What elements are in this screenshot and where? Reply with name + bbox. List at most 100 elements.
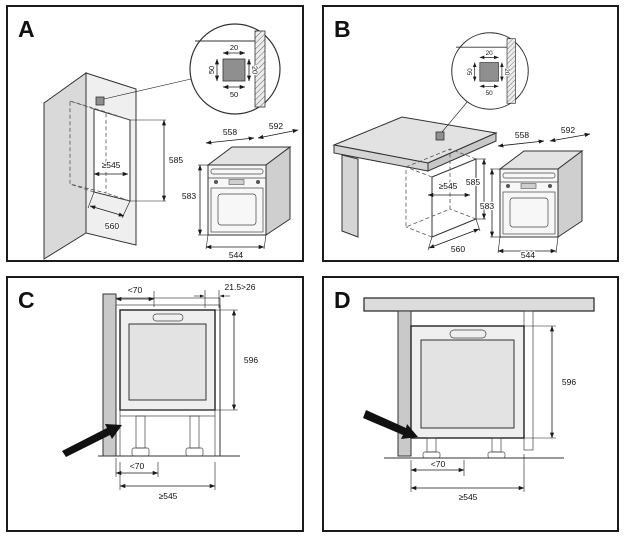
detail-leader-line [103, 78, 192, 100]
detail-leader-line [441, 100, 469, 133]
adjustable-foot-leg [135, 415, 146, 449]
adjustable-foot-leg [426, 437, 437, 453]
dim-plinth-recess: <70 [130, 461, 145, 471]
pointer-arrow [62, 424, 122, 457]
oven-display [228, 179, 245, 185]
niche-dimensions: ≥545 560 585 [427, 158, 487, 255]
panel-b-drawing: B ≥545 560 [332, 16, 591, 260]
dim-niche-height: 585 [466, 177, 480, 187]
panel-c-label: C [18, 287, 35, 313]
panel-b: B ≥545 560 [322, 5, 619, 262]
dim-cut-height: 50 [467, 68, 474, 76]
panel-d-drawing: D 596 [334, 287, 595, 503]
dim-rear-gap: 21.5>26 [225, 282, 256, 292]
dim-oven-top-depth: 592 [561, 125, 575, 135]
countertop-left-edge [333, 144, 429, 172]
adjustable-foot-leg [491, 437, 502, 453]
dim-oven-bottom-width: 544 [521, 250, 535, 260]
tall-cabinet-drawing [43, 72, 192, 260]
section-drawing [363, 297, 595, 459]
panel-a-drawing: A ≥545 560 [18, 16, 299, 260]
dim-min-depth: ≥545 [159, 491, 178, 501]
hidden-edge-line [69, 100, 95, 110]
oven-knob [214, 180, 218, 184]
oven-shelf [119, 409, 216, 417]
adjustable-foot-base [487, 451, 506, 459]
dim-oven-height: 596 [244, 355, 258, 365]
dim-gap-top: 20 [230, 43, 238, 52]
dim-min-depth: ≥545 [459, 492, 478, 502]
dim-niche-height: 585 [169, 155, 183, 165]
ext-line [87, 191, 95, 209]
niche-dimensions: ≥545 560 585 [87, 119, 184, 232]
oven-door-window [217, 193, 257, 226]
corner-detail: 20 20 50 50 [451, 32, 529, 110]
vent-cutout-square [95, 96, 105, 106]
vent-square-detail [479, 62, 499, 82]
oven-handle [152, 313, 184, 322]
dim-oven-top-depth: 592 [269, 121, 283, 131]
section-drawing [62, 293, 240, 457]
oven-knob [506, 184, 510, 188]
dim-gap-top: 20 [486, 50, 494, 57]
oven-drawing [206, 146, 292, 236]
oven-door-window [509, 197, 549, 228]
oven-handle [449, 329, 487, 339]
hidden-edge-line [105, 111, 131, 121]
wall-hatch-strip [254, 30, 266, 108]
hidden-edge-line [449, 148, 477, 160]
vent-square-detail [222, 58, 246, 82]
panel-b-label: B [334, 16, 351, 42]
hidden-edge-line [405, 166, 433, 178]
panel-c: C <70 21 [6, 276, 304, 532]
oven-door [210, 187, 264, 233]
countertop [363, 297, 595, 312]
corner-detail: 20 20 50 50 [189, 23, 281, 115]
dim-cut-width: 50 [230, 90, 238, 99]
hidden-edge-line [449, 208, 477, 220]
panel-d-label: D [334, 287, 351, 313]
panel-a-label: A [18, 16, 35, 42]
dim-oven-top-width: 558 [223, 127, 237, 137]
panel-c-drawing: C <70 21 [18, 281, 259, 502]
oven-handle [210, 168, 264, 175]
hidden-edge-line [105, 192, 131, 202]
oven-inner [420, 339, 515, 429]
wall-hatch-strip [506, 38, 516, 104]
panel-a: A ≥545 560 [6, 5, 304, 262]
dim-oven-height: 583 [480, 201, 494, 211]
dim-oven-height: 596 [562, 377, 576, 387]
oven-dimensions: 558 592 583 544 [479, 124, 591, 260]
oven-dimensions: 558 592 583 544 [181, 120, 299, 260]
dim-gap-side: 20 [503, 68, 510, 76]
adjustable-foot-base [185, 447, 204, 457]
panel-d: D 596 [322, 276, 619, 532]
dim-front-gap: <70 [128, 285, 143, 295]
dim-line [497, 139, 545, 148]
dim-cut-height: 50 [207, 66, 216, 74]
niche-hidden-back [69, 100, 107, 194]
hidden-edge-line [405, 226, 433, 238]
ext-line [427, 236, 433, 251]
oven-handle [502, 172, 556, 179]
ext-line [263, 234, 267, 250]
hidden-edge-line [69, 183, 95, 193]
dim-line [257, 129, 299, 139]
section-dimensions: 596 <70 ≥545 [410, 325, 577, 503]
dim-niche-width: 560 [451, 244, 465, 254]
left-support-panel [341, 154, 359, 238]
oven-inner [128, 323, 207, 401]
dim-oven-bottom-width: 544 [229, 250, 243, 260]
counter-cabinet-drawing [332, 100, 498, 238]
ext-line [475, 218, 481, 232]
dim-cut-width: 50 [486, 90, 494, 97]
adjustable-foot-leg [189, 415, 200, 449]
dim-line [89, 205, 125, 217]
dim-oven-top-width: 558 [515, 130, 529, 140]
adjustable-foot-base [422, 451, 441, 459]
cabinet-left-face [43, 72, 87, 260]
dim-line [428, 228, 480, 249]
dim-oven-height: 583 [182, 191, 196, 201]
oven-drawing [498, 150, 584, 238]
